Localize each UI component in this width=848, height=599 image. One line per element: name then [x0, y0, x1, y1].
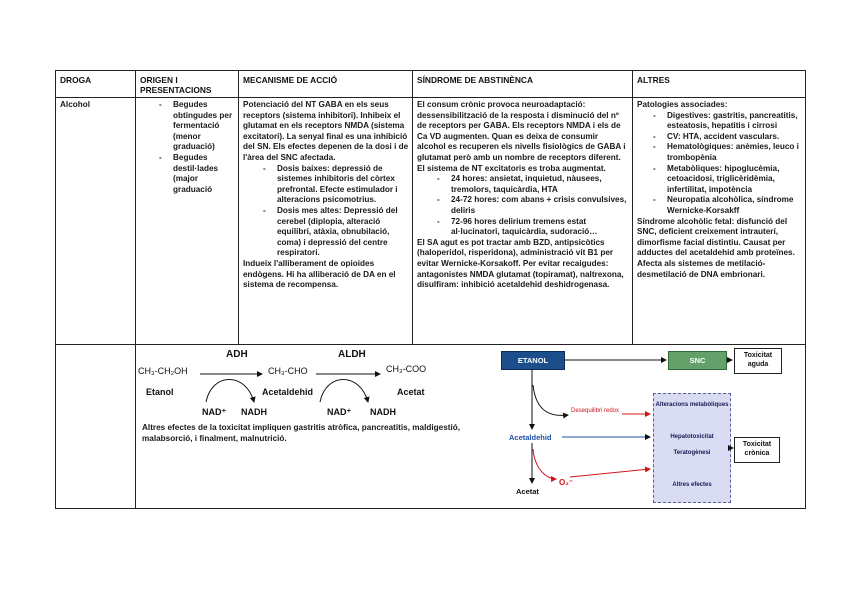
col-divider-1 — [135, 70, 136, 509]
cell-mecanisme: Potenciació del NT GABA en els seus rece… — [243, 100, 409, 291]
sindrome-item: 72-96 hores delirium tremens estat al·lu… — [435, 217, 629, 238]
altres-intro: Patologies associades: — [637, 100, 728, 109]
snc-label: SNC — [689, 356, 706, 365]
table-row-divider — [55, 344, 806, 345]
etanol-label: ETANOL — [517, 356, 549, 365]
etanol-name: Etanol — [146, 387, 174, 397]
effect-alteracions: Alteracions metabòliques — [655, 402, 729, 408]
mecanisme-item: Dosis mes altes: Depressió del cerebel (… — [261, 206, 409, 259]
header-origen: ORIGEN I PRESENTACIONS — [140, 75, 212, 95]
nadh-1: NADH — [241, 407, 267, 417]
altres-item: Digestives: gastritis, pancreatitis, est… — [651, 111, 802, 132]
header-altres: ALTRES — [637, 75, 670, 85]
tox-cronica-box: Toxicitat crònica — [734, 437, 780, 463]
header-droga: DROGA — [60, 75, 92, 85]
mecanisme-outro: Indueix l'alliberament de opioides endòg… — [243, 258, 396, 290]
tox-aguda-label: Toxicitat aguda — [743, 352, 773, 368]
enzyme-aldh: ALDH — [338, 349, 366, 360]
flow-arrows — [529, 357, 734, 484]
effect-hepatotoxicitat: Hepatotoxicitat — [670, 434, 714, 440]
o2-label: O₂⁻ — [559, 478, 573, 487]
acetaldehid-flow-label: Acetaldehid — [509, 433, 552, 442]
tox-aguda-box: Toxicitat aguda — [734, 348, 782, 374]
cell-origen: Begudes obtingudes per fermentació (meno… — [157, 100, 235, 195]
altres-item: CV: HTA, accident vasculars. — [651, 132, 802, 143]
origen-item: Begudes destil·lades (major graduació — [157, 153, 235, 195]
sindrome-item: 24-72 hores: com abans + crisis convulsi… — [435, 195, 629, 216]
acetat-formula: CH₃-COO — [386, 364, 427, 374]
toxicity-note: Altres efectes de la toxicitat impliquen… — [142, 423, 461, 443]
chronic-effects-box: Alteracions metabòliques Hepatotoxicitat… — [653, 393, 731, 503]
effect-teratogenesi: Teratogènesi — [673, 450, 711, 456]
header-mecanisme: MECANISME DE ACCIÓ — [243, 75, 338, 85]
altres-item: Metabòliques: hipoglucèmia, cetoacidosi,… — [651, 164, 802, 196]
table-border-top — [55, 70, 806, 71]
sindrome-intro: El consum crònic provoca neuroadaptació:… — [417, 100, 626, 173]
table-border-bottom — [55, 508, 806, 509]
mecanisme-item: Dosis baixes: depressió de sistemes inhi… — [261, 164, 409, 206]
origen-item: Begudes obtingudes per fermentació (meno… — [157, 100, 235, 153]
nad-1: NAD⁺ — [202, 407, 227, 417]
acetaldehid-formula: CH₃-CHO — [268, 366, 308, 376]
cell-altres: Patologies associades: Digestives: gastr… — [637, 100, 802, 280]
col-divider-3 — [412, 70, 413, 345]
mecanisme-intro: Potenciació del NT GABA en els seus rece… — [243, 100, 409, 162]
altres-item: Neuropatia alcohòlica, síndrome Wernicke… — [651, 195, 802, 216]
cell-droga: Alcohol — [60, 100, 91, 109]
table-border-right — [805, 70, 806, 509]
enzyme-adh: ADH — [226, 349, 248, 360]
table-header-divider — [55, 97, 806, 98]
reaction-arrows — [200, 371, 381, 403]
col-divider-4 — [632, 70, 633, 345]
effect-altres: Altres efectes — [672, 482, 712, 488]
col-divider-2 — [238, 70, 239, 345]
desequilibri-label: Desequilibri redox — [570, 408, 620, 414]
altres-item: Hematològiques: anèmies, leuco i trombop… — [651, 142, 802, 163]
nad-2: NAD⁺ — [327, 407, 352, 417]
altres-outro: Síndrome alcohòlic fetal: disfunció del … — [637, 216, 795, 279]
acetat-flow-label: Acetat — [516, 487, 539, 496]
header-sindrome: SÍNDROME DE ABSTINÈNCA — [417, 75, 534, 85]
sindrome-item: 24 hores: ansietat, inquietud, nàusees, … — [435, 174, 629, 195]
etanol-formula: CH₃-CH₂OH — [138, 366, 188, 376]
nadh-2: NADH — [370, 407, 396, 417]
acetaldehid-name: Acetaldehid — [262, 387, 314, 397]
sindrome-outro: El SA agut es pot tractar amb BZD, antip… — [417, 237, 624, 290]
acetat-name: Acetat — [397, 387, 425, 397]
cell-sindrome: El consum crònic provoca neuroadaptació:… — [417, 100, 629, 291]
tox-cronica-label: Toxicitat crònica — [742, 441, 772, 457]
table-border-left — [55, 70, 56, 509]
